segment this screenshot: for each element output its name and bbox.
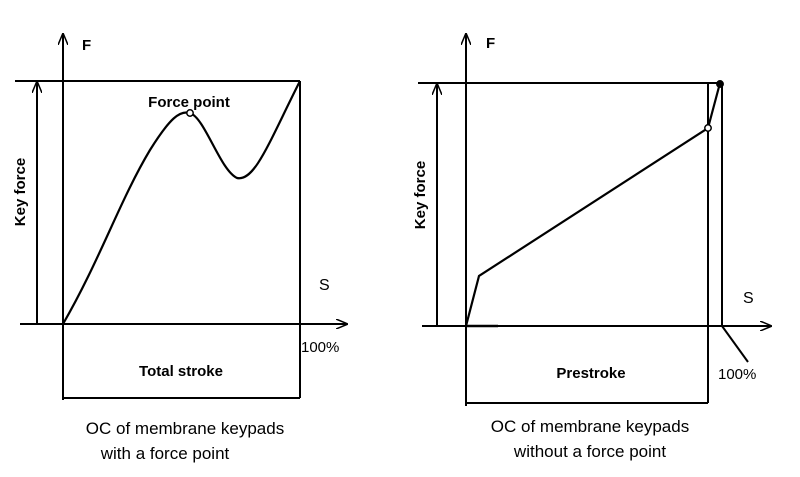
right-force-curve (464, 82, 722, 327)
right-percent-leader (721, 325, 749, 363)
right-y-label: Key force (412, 161, 429, 229)
right-open-point-marker (704, 124, 712, 132)
left-y-label: Key force (12, 158, 29, 226)
right-caption-line1: OC of membrane keypads (490, 417, 690, 436)
left-f-axis-label: F (82, 37, 91, 54)
left-s-axis-label: S (319, 277, 330, 294)
left-percent-label: 100% (301, 339, 339, 356)
left-caption: OC of membrane keypads with a force poin… (40, 416, 330, 466)
right-caption-line2: without a force point (513, 442, 667, 461)
right-span-label: Prestroke (556, 365, 625, 382)
left-span-label: Total stroke (139, 363, 223, 380)
right-s-axis-label: S (743, 290, 754, 307)
left-diagram: F Force point S 100% Total stroke Key fo… (12, 34, 347, 400)
left-caption-line2: with a force point (100, 444, 230, 463)
right-end-point-marker (716, 80, 724, 88)
left-force-curve (62, 80, 301, 325)
right-f-axis-label: F (486, 35, 495, 52)
left-force-point-label: Force point (148, 94, 230, 111)
right-caption: OC of membrane keypads without a force p… (445, 414, 735, 464)
left-caption-line1: OC of membrane keypads (85, 419, 285, 438)
right-diagram: F S 100% Prestroke Key force (412, 34, 771, 406)
left-force-point-marker (186, 109, 194, 117)
right-percent-label: 100% (718, 366, 756, 383)
